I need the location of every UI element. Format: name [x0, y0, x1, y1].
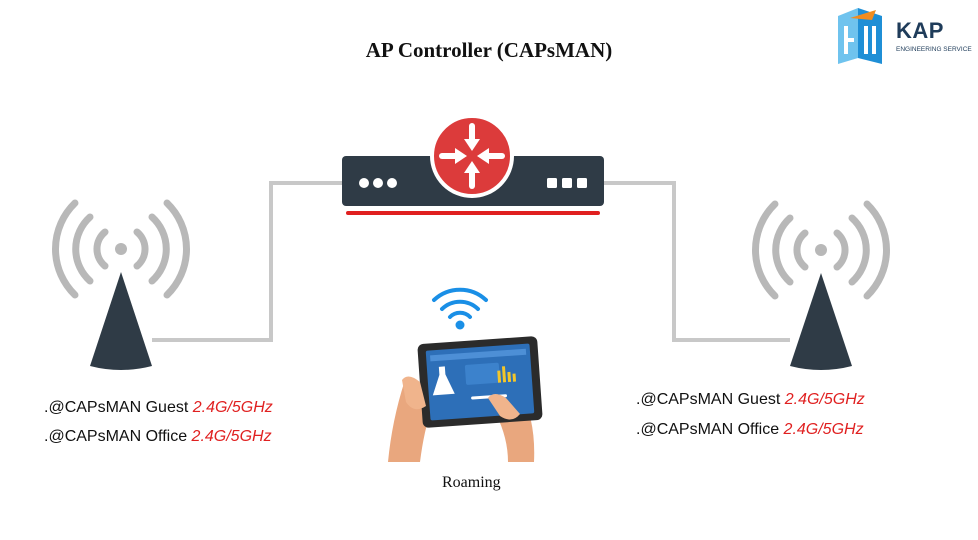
ap-antenna-icon-right [752, 200, 890, 370]
ssid-band: 2.4G/5GHz [784, 391, 865, 408]
ssid-band: 2.4G/5GHz [191, 428, 272, 445]
cables [152, 181, 790, 342]
ssid-name: @CAPsMAN Guest [48, 399, 193, 416]
ssid-prefix: . [636, 391, 641, 408]
cable-left [152, 181, 342, 342]
roaming-label: Roaming [442, 474, 501, 491]
cable-right [604, 181, 790, 342]
right-ap-ssid-guest: .@CAPsMAN Guest 2.4G/5GHz [636, 391, 865, 409]
ssid-name: @CAPsMAN Office [640, 421, 784, 438]
page-title: AP Controller (CAPsMAN) [365, 38, 613, 62]
logo-name: KAP [896, 18, 944, 43]
kap-logo: KAP ENGINEERING SERVICE [828, 6, 972, 70]
kap-logo-icon [838, 8, 882, 64]
ssid-prefix: . [44, 399, 49, 416]
wifi-icon [432, 287, 488, 330]
right-ap-ssid-office: .@CAPsMAN Office 2.4G/5GHz [636, 421, 864, 439]
left-ap-ssid-guest: .@CAPsMAN Guest 2.4G/5GHz [44, 399, 273, 417]
ssid-band: 2.4G/5GHz [192, 399, 273, 416]
router-icon [342, 114, 604, 215]
left-ap-ssid-office: .@CAPsMAN Office 2.4G/5GHz [44, 428, 272, 446]
tablet-icon [388, 336, 543, 462]
ssid-name: @CAPsMAN Office [48, 428, 192, 445]
ssid-prefix: . [636, 421, 641, 438]
ssid-name: @CAPsMAN Guest [640, 391, 785, 408]
ssid-prefix: . [44, 428, 49, 445]
ap-antenna-icon-left [52, 199, 190, 370]
logo-subtitle: ENGINEERING SERVICE [896, 46, 972, 53]
ssid-band: 2.4G/5GHz [783, 421, 864, 438]
